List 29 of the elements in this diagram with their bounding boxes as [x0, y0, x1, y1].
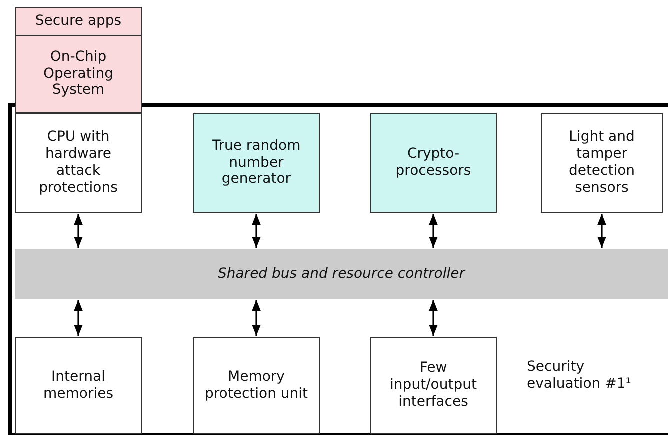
box-label: Internal memories: [42, 368, 114, 402]
bus-bar: [15, 249, 668, 299]
box-label: Light and tamper detection sensors: [568, 129, 636, 197]
component-box: [15, 337, 142, 434]
box-label: Crypto-processors: [394, 146, 472, 180]
chip-outline: [8, 103, 668, 435]
bus-label: Shared bus and resource controller: [216, 266, 467, 282]
double-arrow: [598, 214, 606, 248]
component-box: [370, 337, 497, 434]
box-label: Memory protection unit: [204, 368, 310, 402]
box-label: CPU with hardware attack protections: [38, 129, 119, 197]
double-arrow: [74, 300, 83, 336]
box-label: On-Chip Operating System: [42, 48, 114, 100]
component-box: [15, 113, 142, 213]
component-box: [370, 113, 497, 213]
label-box: [15, 7, 142, 36]
label-box: [15, 35, 142, 113]
double-arrow: [74, 214, 83, 248]
component-box: [193, 337, 320, 434]
box-label: True random number generator: [211, 138, 302, 188]
double-arrow: [252, 214, 261, 248]
note-text: Security evaluation #1¹: [526, 359, 632, 393]
double-arrow: [429, 300, 438, 336]
component-box: [193, 113, 320, 213]
component-box: [541, 113, 663, 213]
double-arrow: [429, 214, 438, 248]
double-arrow: [252, 300, 261, 336]
box-label: Few input/output interfaces: [389, 360, 478, 411]
box-label: Secure apps: [34, 13, 123, 30]
